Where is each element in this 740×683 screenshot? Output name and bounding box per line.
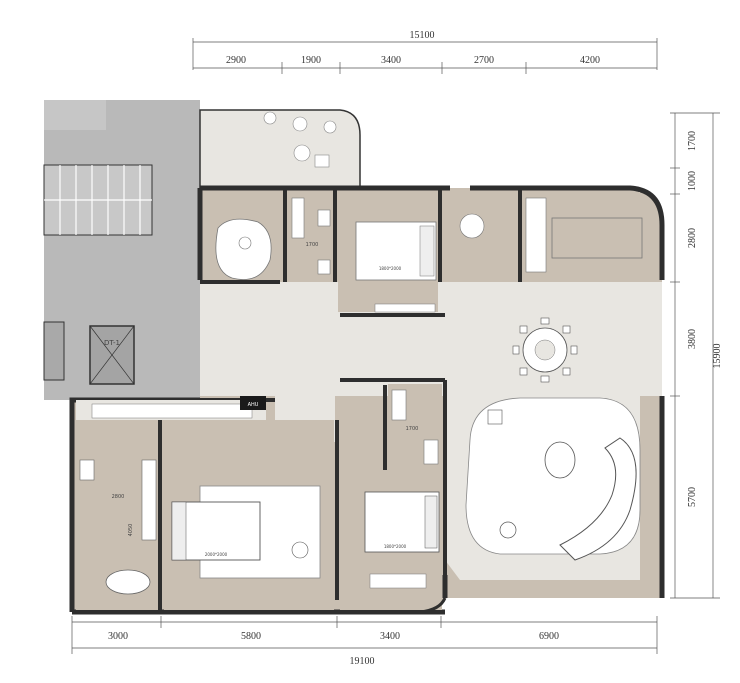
bath-fixture-icon — [238, 236, 252, 250]
inner-dimension-4: 1700 — [406, 426, 419, 432]
ahu-unit — [240, 396, 266, 410]
curved-sofa — [559, 437, 637, 561]
bottom-dimension-4: 6900 — [539, 631, 559, 642]
watermark: 搜狐号@搜狐焦点杭州站 — [559, 659, 724, 677]
terrace-plants — [263, 111, 337, 168]
toilet-1 — [317, 259, 331, 275]
right-dimensions — [670, 112, 720, 599]
master-bed-size: 2000*2000 — [205, 552, 228, 557]
curved-wall-se — [419, 597, 447, 614]
public-core: DT-1 — [43, 100, 200, 400]
shower-2 — [391, 389, 407, 421]
right-dimension-5: 5700 — [687, 487, 698, 507]
top-dimension-3: 3400 — [381, 55, 401, 66]
study-chair — [459, 213, 485, 239]
right-dimension-3: 2800 — [687, 228, 698, 248]
vanity — [141, 459, 157, 541]
interior-walls — [158, 188, 522, 612]
top-dimension-5: 4200 — [580, 55, 600, 66]
right-dimension-2: 1000 — [687, 171, 698, 191]
top-terrace — [199, 109, 361, 189]
bench-bottom — [369, 573, 427, 589]
bottom-total-dimension: 19100 — [350, 656, 375, 667]
bathtub — [105, 569, 151, 595]
right-dimension-1: 1700 — [687, 131, 698, 151]
bed-top-size: 1800*2000 — [379, 266, 402, 271]
bottom-dimension-3: 3400 — [380, 631, 400, 642]
armchair-icon — [487, 409, 503, 425]
inner-dimension-1: 1700 — [306, 242, 319, 248]
sink-2 — [423, 439, 439, 465]
master-bed — [171, 501, 261, 561]
round-bathtub — [215, 218, 272, 280]
inner-dimension-2: 2800 — [112, 494, 125, 500]
shower-1 — [291, 197, 305, 239]
inner-dimension-3: 4050 — [128, 524, 134, 537]
bottom-dimension-2: 5800 — [241, 631, 261, 642]
stairwell — [43, 164, 153, 236]
master-chair-icon — [291, 541, 309, 559]
bench-top — [374, 303, 436, 313]
top-dimension-2: 1900 — [301, 55, 321, 66]
bottom-dimension-1: 3000 — [108, 631, 128, 642]
bed-bottom-size: 1800*2000 — [384, 544, 407, 549]
kitchen-counter — [525, 197, 547, 273]
top-total-dimension: 15100 — [410, 30, 435, 41]
sink-1 — [317, 209, 331, 227]
dining-chairs — [512, 317, 578, 383]
toilet-2 — [79, 459, 95, 481]
lounge-chair — [544, 441, 576, 479]
top-dimension-4: 2700 — [474, 55, 494, 66]
kitchen-island — [551, 217, 643, 259]
bottom-dimensions — [71, 616, 658, 654]
right-dimension-4: 3800 — [687, 329, 698, 349]
elevator-label: DT-1 — [104, 339, 120, 347]
side-stool-icon — [499, 521, 517, 539]
top-dimensions — [192, 38, 658, 74]
top-dimension-1: 2900 — [226, 55, 246, 66]
wardrobe-strip — [91, 403, 253, 419]
ahu-label: AHU — [248, 402, 259, 408]
right-total-dimension: 15900 — [712, 344, 723, 369]
elevator-shaft-left — [43, 321, 65, 381]
